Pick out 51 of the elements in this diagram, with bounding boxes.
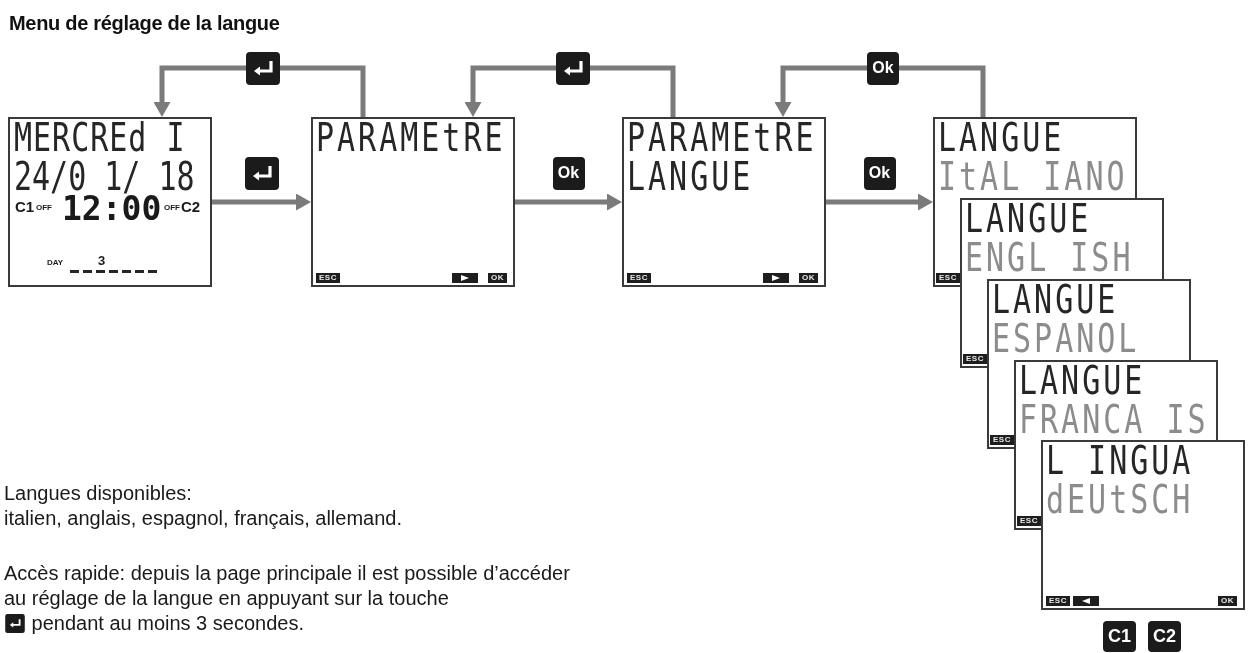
lcd-screen — [622, 117, 826, 287]
clock-time: 12:00 — [62, 196, 162, 222]
softkey-label: ESC — [316, 273, 340, 283]
display-text: ENGL ISH — [965, 242, 1134, 274]
lcd-screen — [8, 117, 212, 287]
status-label: OFF — [36, 203, 52, 212]
display-text: LANGUE — [965, 203, 1092, 235]
softkey-label: ESC — [963, 354, 987, 364]
display-text: LANGUE — [627, 161, 754, 193]
key-label: Ok — [552, 156, 585, 190]
lcd-screen — [311, 117, 515, 287]
display-text: dEUtSCH — [1046, 484, 1194, 516]
key-label: C1 — [1103, 621, 1136, 652]
note-heading: Langues disponibles: — [4, 481, 192, 506]
display-text: ESPANOL — [992, 323, 1140, 355]
display-text: FRANCA IS — [1019, 404, 1209, 436]
display-text: LANGUE — [1019, 365, 1146, 397]
arrow — [212, 193, 311, 211]
softkey-label: ESC — [1017, 516, 1041, 526]
note-text: pendant au moins 3 secondes. — [31, 612, 304, 634]
channel-label: C2 — [181, 199, 201, 214]
softkey-label: ESC — [936, 273, 960, 283]
display-text: ItAL IANO — [938, 161, 1128, 193]
key-label: Ok — [863, 156, 896, 190]
display-text: L INGUA — [1046, 445, 1194, 477]
arrow — [826, 193, 933, 211]
softkey-label: OK — [799, 273, 818, 283]
softkey-label: ESC — [1046, 596, 1070, 606]
display-text: PARAMEtRE — [627, 122, 817, 154]
note-text: italien, anglais, espagnol, français, allemand. — [4, 506, 403, 531]
arrow — [774, 65, 986, 117]
display-text: LANGUE — [992, 284, 1119, 316]
arrow — [515, 193, 622, 211]
softkey-label: OK — [1218, 596, 1237, 606]
day-label: DAY — [47, 258, 64, 267]
title: Menu de réglage de la langue — [9, 11, 280, 35]
softkey-label: ESC — [627, 273, 651, 283]
display-text: PARAMEtRE — [316, 122, 506, 154]
lcd-screen — [1041, 440, 1245, 610]
day-number: 3 — [98, 254, 106, 267]
arrow — [153, 65, 366, 117]
channel-label: C1 — [15, 199, 35, 214]
display-text: LANGUE — [938, 122, 1065, 154]
key-label: C2 — [1148, 621, 1181, 652]
softkey-label: ESC — [990, 435, 1014, 445]
display-text: MERCREd I — [14, 122, 186, 154]
display-text: 24/0 1/ 18 — [14, 161, 195, 193]
key-label: Ok — [867, 51, 899, 85]
arrow — [464, 65, 676, 117]
status-label: OFF — [164, 203, 180, 212]
softkey-label: OK — [488, 273, 507, 283]
